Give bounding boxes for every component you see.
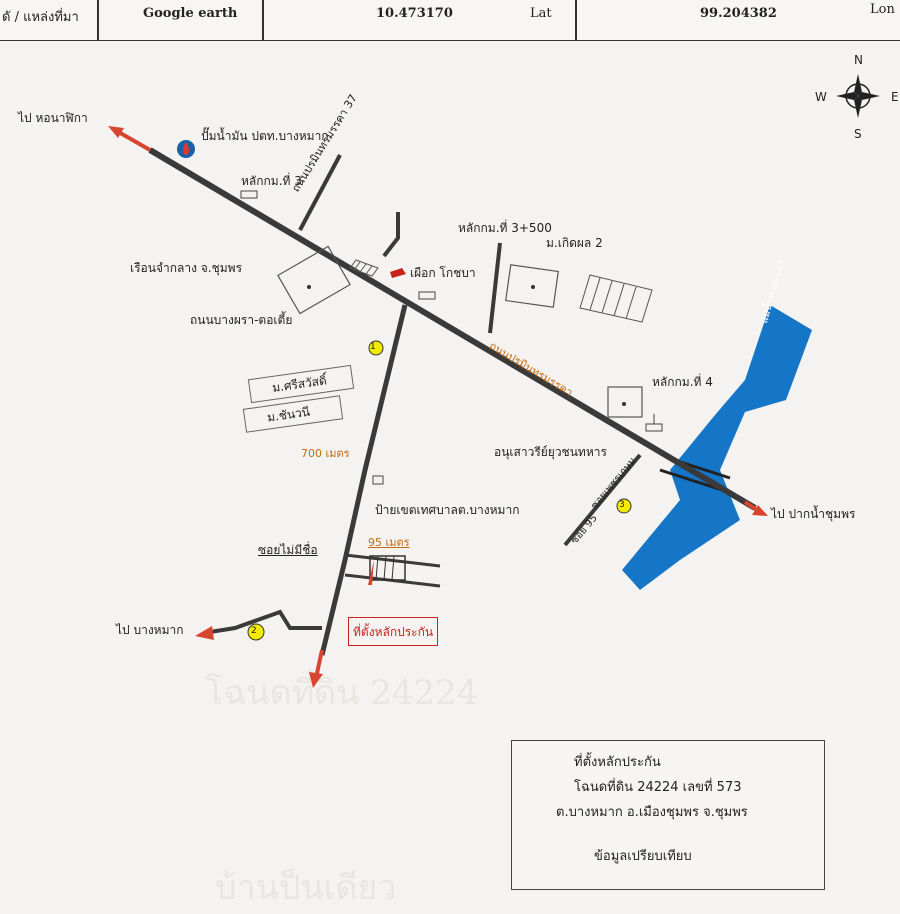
marker-1-label: 1 (370, 342, 376, 352)
header-bar: ดั / แหล่งที่มา Google earth 10.473170 L… (0, 0, 900, 41)
label-to-bang-mak: ไป บางหมาก (116, 623, 184, 637)
arrow-head (108, 126, 124, 138)
bridge (659, 468, 723, 492)
river-shape (622, 305, 812, 590)
watermark-text: โฉนดที่ดิน 24224 (205, 673, 479, 713)
collateral-callout: ที่ตั้งหลักประกัน (348, 617, 439, 646)
legend-item1-title: ที่ตั้งหลักประกัน (574, 755, 661, 770)
arrow-head (195, 626, 214, 640)
side-road (382, 212, 400, 258)
main-road (148, 147, 757, 511)
sign-marker (372, 475, 384, 485)
comparison-marker (247, 623, 265, 641)
label-to-pak-nam: ไป ปากน้ำชุมพร (771, 507, 856, 521)
legend-item1-line2: ต.บางหมาก อ.เมืองชุมพร จ.ชุมพร (556, 805, 748, 820)
label-municipal-sign: ป้ายเขตเทศบาลต.บางหมาก (375, 503, 520, 517)
label-km4: หลักกม.ที่ 4 (652, 375, 713, 389)
label-monument: อนุเสาวรีย์ยุวชนทหาร (494, 445, 607, 459)
arrow-head (309, 672, 323, 688)
prison-plot (277, 245, 351, 315)
label-collateral: ที่ตั้งหลักประกัน (353, 625, 434, 639)
watermark-text: บ้านป็นเดียว (215, 868, 397, 908)
divider (97, 0, 99, 40)
km3500-marker (418, 291, 436, 300)
label-km3500: หลักกม.ที่ 3+500 (458, 221, 552, 235)
label-m-sri-sawat: ม.ศรีสวัสดิ์ (271, 373, 328, 395)
label-m-kerd-phon: ม.เกิดผล 2 (546, 236, 603, 250)
small-structure (349, 259, 379, 277)
bang-mak-road (209, 609, 322, 634)
arrow-head (752, 505, 768, 516)
source-value: Google earth (143, 6, 238, 21)
compass-s: S (854, 127, 862, 141)
road-37 (298, 154, 342, 231)
bang-phra-road (319, 304, 408, 656)
label-gas-station: ปั๊มน้ำมัน ปตท.บางหมาก (201, 129, 329, 143)
marker-3-label: 3 (619, 500, 625, 510)
label-m-chanawee: ม.ชันวนี (266, 404, 311, 425)
label-soi-no-name: ซอยไม่มีชื่อ (258, 543, 318, 557)
legend-item2: ข้อมูลเปรียบเทียบ (594, 849, 692, 864)
divider (262, 0, 264, 40)
km4-marker (645, 423, 663, 432)
label-distance-95: 95 เมตร (368, 536, 410, 549)
striped-plot (579, 274, 653, 323)
divider (575, 0, 577, 40)
plot (505, 264, 559, 308)
main-road-arrow-nw (114, 128, 151, 152)
compass-w: W (815, 90, 827, 104)
collateral-plot (369, 555, 406, 581)
marker-2-label: 2 (251, 626, 257, 636)
lon-label: Lon (870, 2, 895, 17)
legend-item1-line1: โฉนดที่ดิน 24224 เลขที่ 573 (574, 780, 742, 795)
compass-rose-icon (836, 74, 880, 118)
label-to-clock-tower: ไป หอนาฬิกา (18, 111, 88, 125)
label-bang-phra-road: ถนนบางผรา-ตอเตี้ย (190, 313, 293, 327)
soi-road (344, 553, 441, 568)
label-prison: เรือนจำกลาง จ.ชุมพร (130, 261, 243, 275)
compass-e: E (891, 90, 899, 104)
label-phuak: เผือก โกชบา (410, 266, 476, 280)
km4-plot (607, 386, 643, 418)
collateral-arrow (368, 560, 374, 585)
comparison-marker (616, 498, 632, 514)
label-km3: หลักกม.ที่ 3 (241, 174, 302, 188)
comparison-marker (368, 340, 384, 356)
source-label: ดั / แหล่งที่มา (2, 10, 79, 25)
legend-box: ที่ตั้งหลักประกัน โฉนดที่ดิน 24224 เลขที… (511, 740, 825, 890)
soi-95-road (563, 453, 642, 547)
lat-label: Lat (530, 6, 552, 21)
shop-icon (390, 268, 406, 278)
compass-n: N (854, 53, 863, 67)
lat-value: 10.473170 (376, 6, 453, 21)
km3-marker (240, 190, 258, 199)
side-road (488, 242, 502, 334)
label-distance-700: 700 เมตร (301, 447, 350, 460)
lon-value: 99.204382 (700, 6, 777, 21)
